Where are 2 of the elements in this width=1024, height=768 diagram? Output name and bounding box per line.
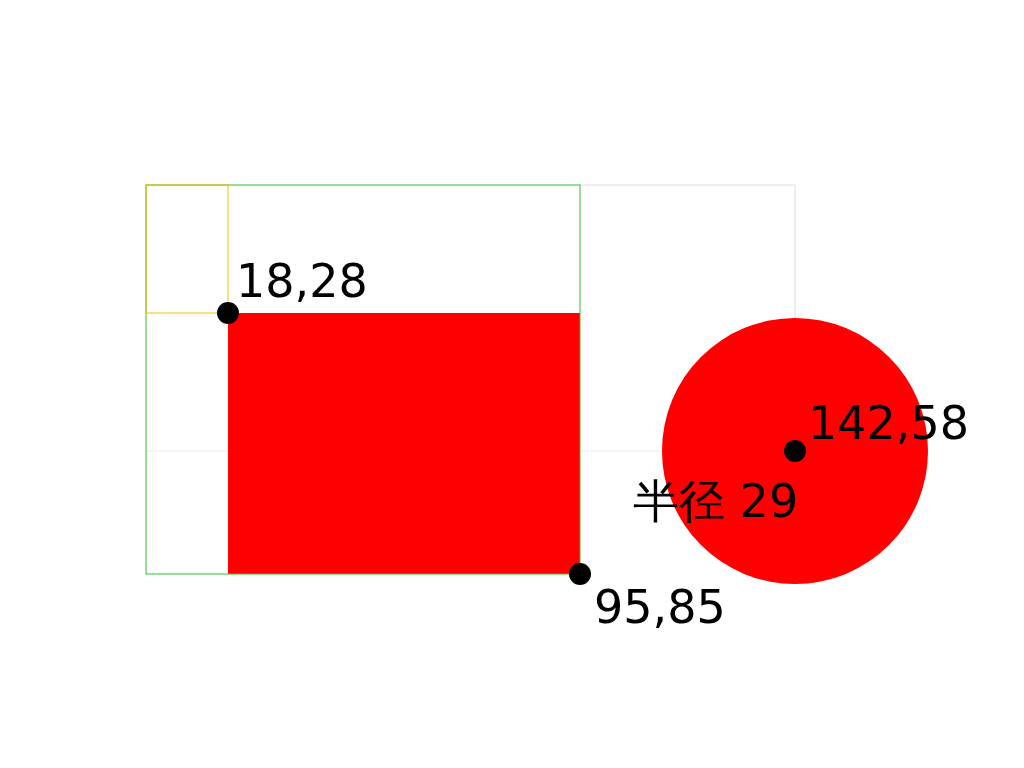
point-label: 95,85 [594,584,726,630]
point-label: 18,28 [236,258,368,304]
